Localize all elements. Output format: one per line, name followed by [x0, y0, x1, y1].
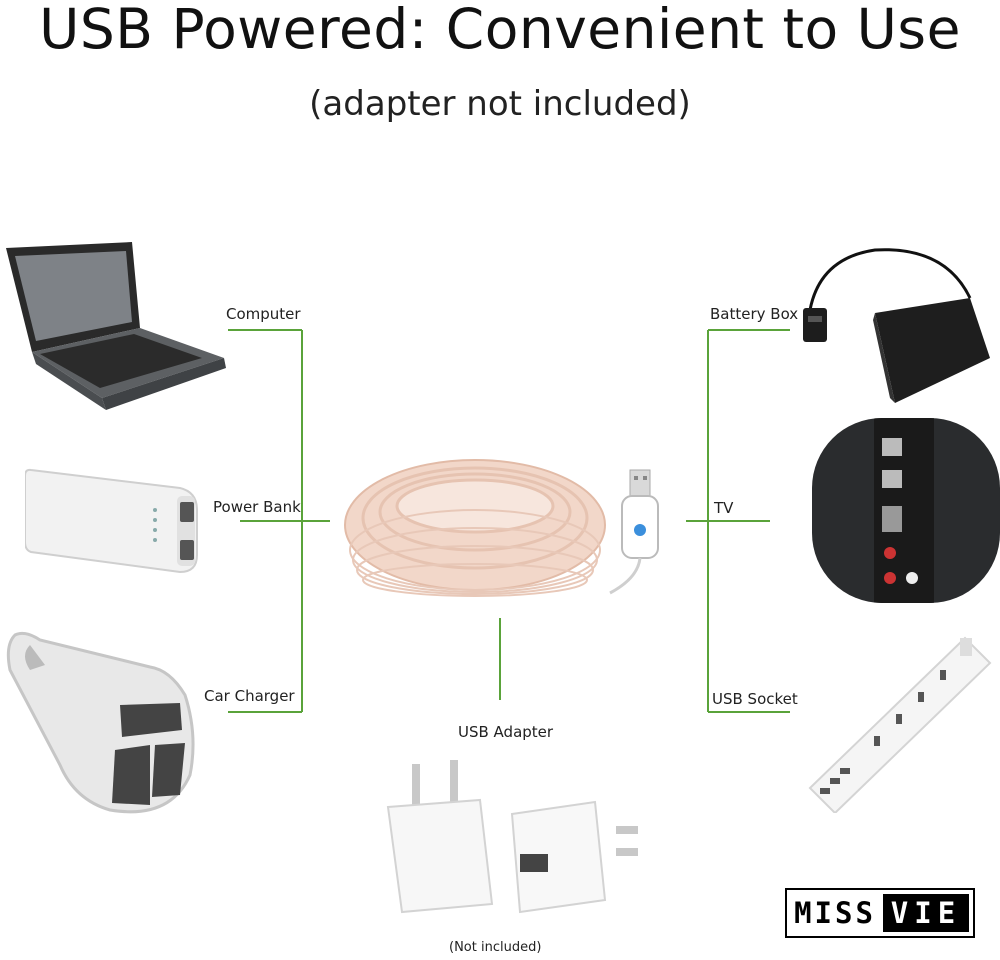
power-bank-image: [25, 468, 198, 574]
label-computer: Computer: [226, 305, 301, 323]
page-title: USB Powered: Convenient to Use: [39, 0, 961, 61]
label-usb-socket: USB Socket: [712, 690, 798, 708]
laptop-image: [6, 242, 226, 410]
label-battery-box: Battery Box: [710, 305, 799, 323]
label-power-bank: Power Bank: [213, 498, 301, 516]
usb-controller-image: [609, 469, 659, 595]
label-not-included: (Not included): [449, 940, 542, 955]
usb-socket-strip-image: [808, 636, 992, 813]
brand-logo-left: MISS: [787, 890, 883, 936]
brand-logo-right: VIE: [883, 894, 969, 932]
tv-ports-image: [812, 418, 1000, 603]
label-usb-adapter: USB Adapter: [458, 723, 554, 741]
brand-logo: MISS VIE: [785, 888, 975, 938]
label-tv: TV: [714, 499, 734, 517]
led-strip-coil-image: [344, 459, 606, 597]
battery-box-image: [803, 248, 990, 403]
car-charger-image: [6, 631, 195, 814]
label-car-charger: Car Charger: [204, 687, 295, 705]
usb-wall-adapter-image: [386, 760, 638, 914]
page-subtitle: (adapter not included): [309, 84, 691, 124]
